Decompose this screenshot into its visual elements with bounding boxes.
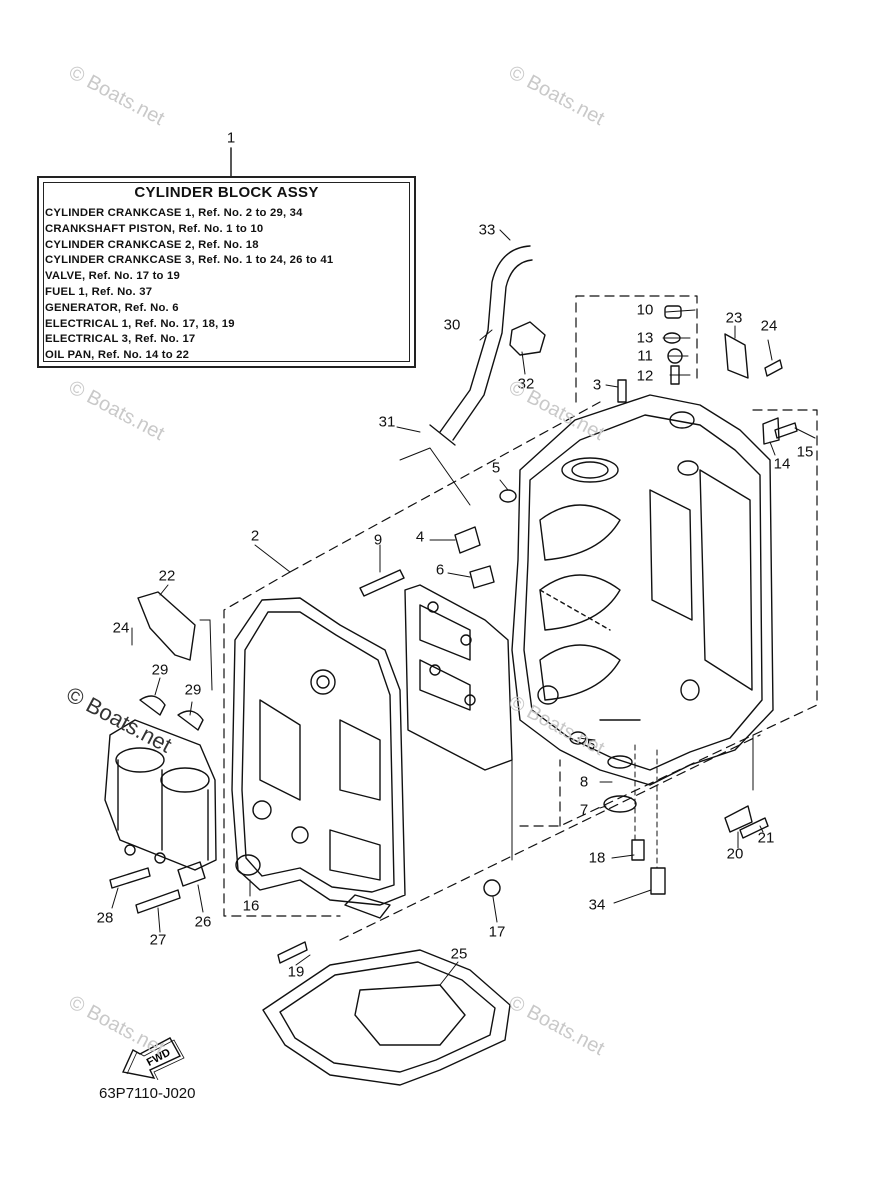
breather-hose: [429, 245, 533, 446]
cylinder-head-left: [104, 695, 217, 871]
callout-14: 14: [773, 455, 791, 473]
callout-21: 21: [757, 829, 775, 847]
callout-33: 33: [478, 221, 496, 239]
callout-27: 27: [149, 931, 167, 949]
callout-13: 13: [636, 329, 654, 347]
callout-1: 1: [226, 129, 236, 147]
crankcase-plate: [404, 584, 513, 771]
callout-24: 24: [112, 619, 130, 637]
cylinder-block-main: [511, 394, 774, 786]
legend-line: CYLINDER CRANKCASE 1, Ref. No. 2 to 29, …: [45, 207, 303, 219]
legend-inner-border: [43, 182, 410, 362]
callout-32: 32: [517, 375, 535, 393]
callout-15: 15: [796, 443, 814, 461]
callout-9: 9: [373, 531, 383, 549]
callout-5: 5: [586, 736, 596, 754]
legend-line: CYLINDER CRANKCASE 2, Ref. No. 18: [45, 238, 259, 251]
hardware: [109, 305, 798, 964]
legend-line: ELECTRICAL 1, Ref. No. 17, 18, 19: [45, 317, 235, 330]
callout-16: 16: [242, 897, 260, 915]
callout-29: 29: [151, 661, 169, 679]
callout-23: 23: [725, 309, 743, 327]
legend-line: FUEL 1, Ref. No. 37: [45, 285, 153, 298]
callout-10: 10: [636, 301, 654, 319]
callout-2: 2: [250, 527, 260, 545]
callout-12: 12: [636, 367, 654, 385]
callout-3: 3: [592, 376, 602, 394]
callout-24: 24: [760, 317, 778, 335]
legend-line: CYLINDER CRANKCASE 3, Ref. No. 1 to 24, …: [45, 254, 334, 267]
callout-28: 28: [96, 909, 114, 927]
callout-11: 11: [637, 347, 653, 365]
callout-22: 22: [158, 567, 176, 585]
callout-4: 4: [415, 528, 425, 546]
callout-26: 26: [194, 913, 212, 931]
assembly-boundary-dashes: [223, 295, 818, 941]
legend-line: GENERATOR, Ref. No. 6: [45, 301, 179, 314]
callout-20: 20: [726, 845, 744, 863]
callout-17: 17: [488, 923, 506, 941]
legend-line: ELECTRICAL 3, Ref. No. 17: [45, 333, 196, 346]
legend-line: VALVE, Ref. No. 17 to 19: [45, 270, 180, 283]
callout-18: 18: [588, 849, 606, 867]
callout-34: 34: [588, 896, 606, 914]
forward-arrow-icon: FWD: [121, 1037, 185, 1080]
leader-lines: [111, 229, 816, 986]
callout-29: 29: [184, 681, 202, 699]
callout-19: 19: [287, 963, 305, 981]
clamp-32: [509, 321, 546, 356]
callout-30: 30: [443, 316, 461, 334]
legend-title: CYLINDER BLOCK ASSY: [134, 184, 319, 201]
callout-31: 31: [378, 413, 396, 431]
diagram-part-code: 63P7110-J020: [99, 1085, 196, 1102]
callout-5: 5: [491, 459, 501, 477]
callout-7: 7: [579, 801, 589, 819]
assembly-legend: CYLINDER BLOCK ASSY CYLINDER CRANKCASE 1…: [37, 176, 416, 368]
legend-reference-list: CYLINDER CRANKCASE 1, Ref. No. 2 to 29, …: [45, 206, 333, 364]
callout-8: 8: [579, 773, 589, 791]
legend-line: CRANKSHAFT PISTON, Ref. No. 1 to 10: [45, 222, 264, 235]
callout-6: 6: [435, 561, 445, 579]
legend-line: OIL PAN, Ref. No. 14 to 22: [45, 349, 190, 362]
callout-25: 25: [450, 945, 468, 963]
bracket-22: [137, 591, 196, 661]
